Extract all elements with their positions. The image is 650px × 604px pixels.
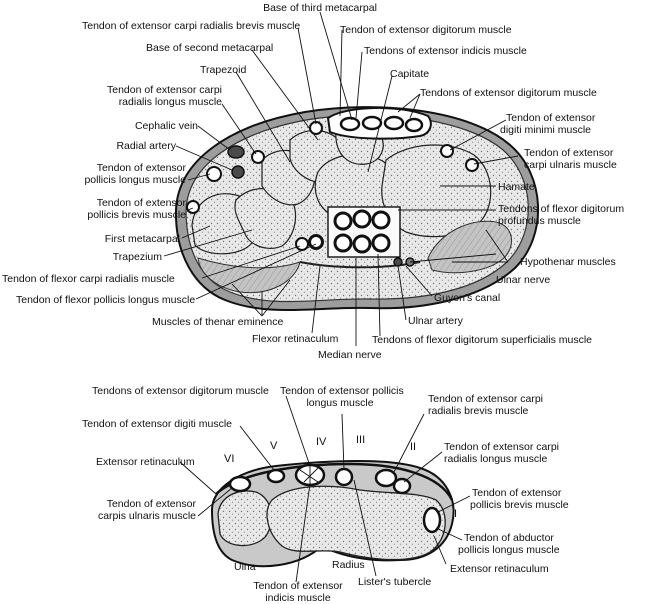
ecrl-tendon: [251, 150, 265, 164]
label-w-ecu-tendon-2: carpis ulnaris muscle: [97, 510, 196, 522]
label-eip-tendons: Tendons of extensor indicis muscle: [364, 45, 527, 57]
ecrb-tendon-wrist: [374, 468, 398, 488]
wrist-section: [210, 460, 455, 568]
label-w-epb-tendon-2: pollicis brevis muscle: [470, 499, 569, 511]
label-w-extensor-retinaculum-right: Extensor retinaculum: [450, 563, 549, 575]
compartment-numeral: V: [270, 440, 278, 452]
radial-artery: [231, 165, 245, 179]
fdp-tendon: [333, 233, 353, 253]
edm-tendon: [440, 144, 454, 158]
epl-tendon-wrist: [334, 467, 354, 487]
leader-lines-top: [163, 11, 519, 346]
label-w-ecrb-tendon-1: Tendon of extensor carpi: [428, 393, 543, 405]
label-ulnar-artery: Ulnar artery: [408, 315, 463, 327]
ecu-tendon-wrist: [228, 475, 252, 493]
label-w-radius: Radius: [332, 559, 365, 571]
label-flexor-retinaculum: Flexor retinaculum: [252, 333, 339, 345]
label-trapezoid: Trapezoid: [200, 64, 247, 76]
label-ecrl-tendon-1: Tendon of extensor carpi: [107, 84, 222, 96]
label-w-ecu-tendon-1: Tendon of extensor: [106, 498, 196, 510]
label-ulnar-nerve: Ulnar nerve: [496, 274, 551, 286]
label-w-eip-tendon-2: indicis muscle: [265, 592, 331, 604]
edm-tendon-wrist: [266, 468, 286, 484]
label-hypothenar: Hypothenar muscles: [520, 256, 616, 268]
label-w-ed-tendons: Tendons of extensor digitorum muscle: [92, 385, 269, 397]
compartment-numeral: I: [454, 508, 458, 520]
label-fdp-tendons-2: profundus muscle: [498, 215, 581, 227]
label-fpl-tendon: Tendon of flexor pollicis longus muscle: [16, 294, 196, 306]
vessels: [227, 145, 415, 267]
label-edm-tendon-1: Tendon of extensor: [506, 112, 596, 124]
fds-tendon: [352, 209, 372, 229]
label-w-epl-tendon-1: Tendon of extensor pollicis: [280, 385, 404, 397]
thenar-muscle: [197, 257, 301, 294]
label-epb-tendon-1: Tendon of extensor: [96, 197, 186, 209]
label-thenar-muscles: Muscles of thenar eminence: [152, 316, 284, 328]
label-epl-tendon-1: Tendon of extensor: [96, 162, 186, 174]
label-w-epb-tendon-1: Tendon of extensor: [472, 487, 562, 499]
label-w-edm-tendon: Tendon of extensor digiti muscle: [82, 418, 232, 430]
cephalic-vein: [227, 145, 245, 159]
epb-tendon: [186, 200, 200, 214]
label-cephalic-vein: Cephalic vein: [134, 120, 198, 132]
compartment-numeral: VI: [224, 453, 235, 465]
label-w-listers-tubercle: Lister's tubercle: [358, 576, 432, 588]
label-guyons-canal: Guyon's canal: [434, 292, 501, 304]
label-fds-tendons: Tendons of flexor digitorum superficiali…: [372, 334, 593, 346]
fds-tendon: [371, 210, 391, 230]
label-w-eip-tendon-1: Tendon of extensor: [253, 580, 343, 592]
epl-tendon: [206, 166, 222, 182]
label-epb-tendon-2: pollicis brevis muscle: [87, 209, 186, 221]
label-trapezium: Trapezium: [112, 251, 162, 263]
label-ecrb-tendon: Tendon of extensor carpi radialis brevis…: [82, 20, 301, 32]
label-w-epl-tendon-2: longus muscle: [306, 397, 374, 409]
ecrl-tendon-wrist: [392, 477, 412, 495]
label-base-third-metacarpal: Base of third metacarpal: [263, 2, 377, 14]
label-first-metacarpal: First metacarpal: [104, 233, 180, 245]
label-w-ecrb-tendon-2: radialis brevis muscle: [428, 405, 529, 417]
label-ed-tendons: Tendons of extensor digitorum muscle: [420, 87, 597, 99]
label-ecu-tendon-1: Tendon of extensor: [524, 147, 614, 159]
label-w-ecrl-tendon-1: Tendon of extensor carpi: [444, 441, 559, 453]
label-median-nerve: Median nerve: [318, 349, 382, 361]
label-w-ulna: Ulna: [234, 561, 256, 573]
label-base-second-metacarpal: Base of second metacarpal: [146, 42, 274, 54]
label-w-apl-tendon-2: pollicis longus muscle: [458, 544, 560, 556]
label-fcr-tendon: Tendon of flexor carpi radialis muscle: [2, 273, 175, 285]
radius-bone: [266, 485, 446, 561]
label-w-ecrl-tendon-2: radialis longus muscle: [444, 453, 548, 465]
apl-epb-tendons: [422, 506, 442, 534]
small-structures: [186, 121, 479, 251]
hypothenar-muscle: [427, 220, 512, 274]
label-radial-artery: Radial artery: [116, 140, 176, 152]
compartment-numeral: II: [410, 441, 417, 453]
label-ed-tendon: Tendon of extensor digitorum muscle: [340, 24, 512, 36]
carpal-bones: [191, 123, 492, 255]
ulna-bone: [217, 490, 273, 547]
fds-tendon: [333, 211, 353, 231]
label-w-apl-tendon-1: Tendon of abductor: [464, 532, 554, 544]
label-w-extensor-retinaculum-left: Extensor retinaculum: [96, 456, 195, 468]
compartment-numeral: III: [356, 434, 366, 446]
fdp-tendon: [371, 233, 391, 253]
label-capitate: Capitate: [390, 68, 430, 80]
label-edm-tendon-2: digiti minimi muscle: [500, 124, 592, 136]
ulnar-artery: [393, 257, 403, 267]
fdp-tendon: [352, 234, 372, 254]
label-ecu-tendon-2: carpi ulnaris muscle: [524, 159, 617, 171]
carpal-tunnel: [308, 206, 401, 258]
extensor-digitorum-sheath: [326, 106, 432, 140]
compartment-numeral: IV: [316, 436, 327, 448]
label-hamate: Hamate: [498, 181, 535, 193]
label-epl-tendon-2: pollicis longus muscle: [84, 174, 186, 186]
leader-lines-bottom: [179, 395, 471, 583]
label-fdp-tendons-1: Tendons of flexor digitorum: [498, 203, 625, 215]
label-ecrl-tendon-2: radialis longus muscle: [118, 96, 222, 108]
ecu-tendon: [465, 158, 479, 172]
